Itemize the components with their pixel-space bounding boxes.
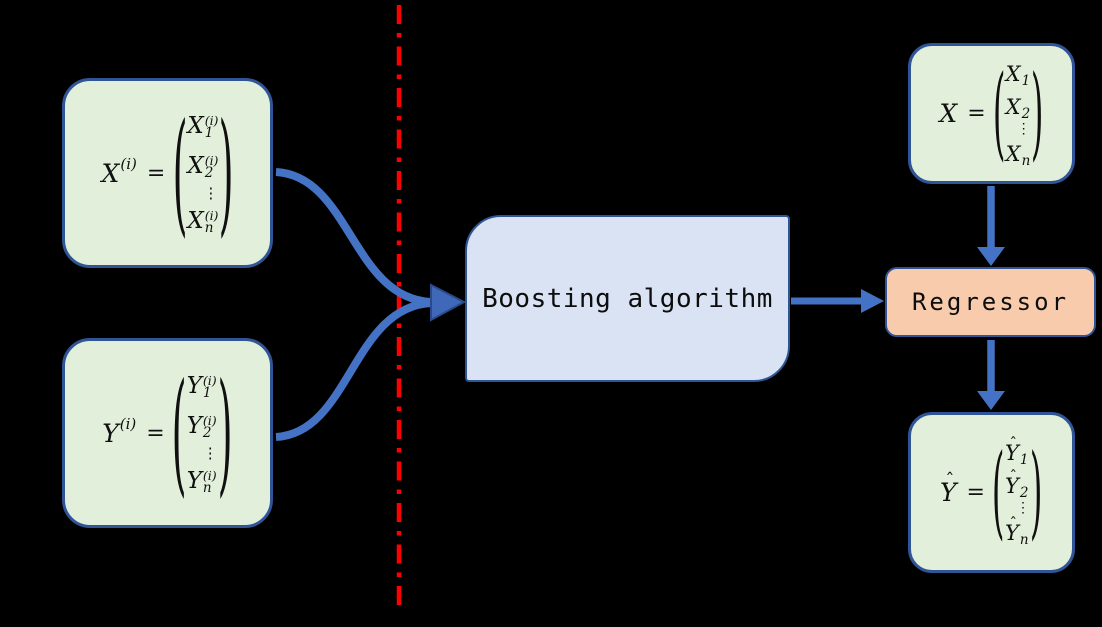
yi-head-sup: (i) — [119, 415, 137, 433]
matrix-entry: X (i)1 — [187, 112, 219, 141]
xi-formula: X(i) = ( X (i)1 X (i)2 ⋮ X (i)n — [102, 91, 234, 255]
input-yi-box: Y(i) = ( Y (i)1 Y (i)2 ⋮ Y (i)n — [62, 338, 273, 528]
matrix-entry: Y (i)1 — [186, 372, 217, 401]
x-matrix: ( X 1 X 2 ⋮ X n ) — [993, 53, 1044, 175]
paren-open: ( — [992, 434, 1005, 551]
vertical-ellipsis: ⋮ — [203, 183, 219, 202]
equals-sign: = — [146, 420, 165, 446]
yi-formula: Y(i) = ( Y (i)1 Y (i)2 ⋮ Y (i)n — [102, 351, 232, 515]
matrix-entry: X (i)n — [187, 207, 219, 236]
paren-open: ( — [171, 353, 187, 511]
boosting-algorithm-box: Boosting algorithm — [465, 215, 790, 382]
xi-head-var: X — [101, 158, 120, 188]
paren-open: ( — [992, 55, 1006, 172]
paren-close: ) — [217, 353, 233, 511]
x-formula: X = ( X 1 X 2 ⋮ X n — [939, 53, 1043, 175]
merge-arrowhead-icon — [430, 283, 467, 322]
paren-close: ) — [218, 93, 234, 251]
arrow-x-to-regressor-head-icon — [977, 247, 1005, 266]
yi-matrix: ( Y (i)1 Y (i)2 ⋮ Y (i)n ) — [172, 351, 233, 515]
paren-open: ( — [172, 93, 188, 251]
matrix-entry: Y (i)2 — [186, 412, 217, 441]
matrix-entry: X (i)2 — [187, 152, 219, 181]
curved-connector-bottom — [275, 299, 432, 441]
paren-close: ) — [1030, 55, 1044, 172]
matrix-entry: X 2 — [1005, 94, 1031, 122]
curved-connector-top — [275, 168, 432, 306]
equals-sign: = — [967, 101, 986, 126]
vertical-ellipsis: ⋮ — [202, 443, 218, 462]
paren-close: ) — [1030, 434, 1043, 551]
xi-matrix: ( X (i)1 X (i)2 ⋮ X (i)n ) — [172, 91, 233, 255]
input-xi-box: X(i) = ( X (i)1 X (i)2 ⋮ X (i)n — [62, 78, 273, 268]
matrix-entry: X 1 — [1005, 61, 1031, 89]
x-head-var: X — [939, 99, 958, 128]
vertical-ellipsis: ⋮ — [1015, 500, 1030, 516]
regressor-box: Regressor — [885, 267, 1096, 337]
yi-head-var: Y — [102, 418, 119, 448]
regressor-label: Regressor — [911, 288, 1070, 316]
boosting-algorithm-label: Boosting algorithm — [482, 283, 773, 314]
equals-sign: = — [146, 160, 166, 186]
input-x-box: X = ( X 1 X 2 ⋮ X n — [908, 43, 1075, 184]
arrow-regressor-to-yhat-head-icon — [977, 391, 1005, 410]
xi-head-sup: (i) — [120, 155, 137, 173]
vertical-ellipsis: ⋮ — [1016, 121, 1031, 137]
equals-sign: = — [966, 480, 985, 505]
matrix-entry: Y (i)n — [186, 467, 217, 496]
matrix-entry: X n — [1005, 141, 1031, 169]
arrow-boosting-to-regressor-head-icon — [861, 289, 884, 313]
